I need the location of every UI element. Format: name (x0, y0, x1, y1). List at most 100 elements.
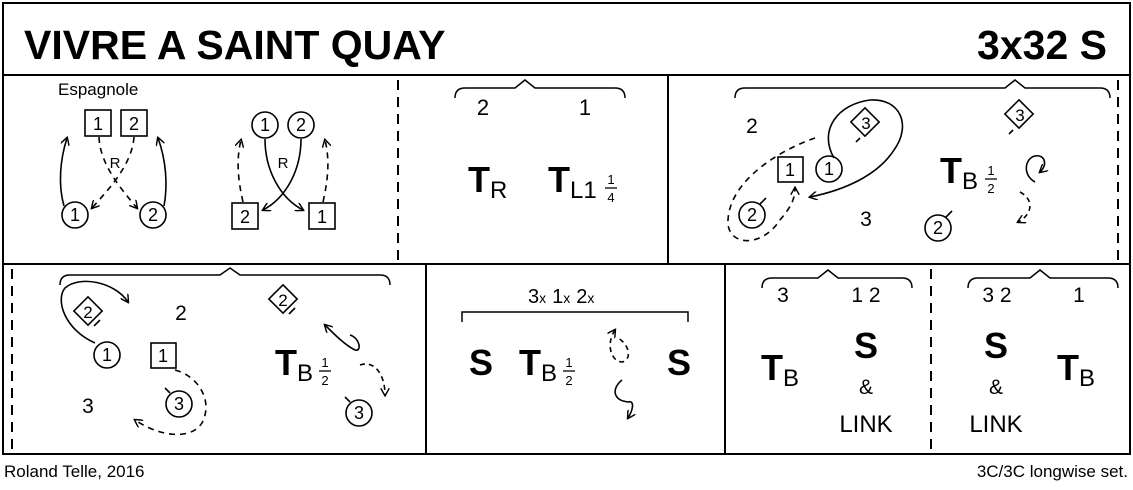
circle-1 (61, 201, 89, 229)
box-1 (150, 342, 177, 369)
set-description: 3C/3C longwise set. (976, 462, 1128, 481)
turn-right: TR (468, 159, 507, 204)
fraction-denominator: 2 (987, 181, 994, 196)
solid-cross-2 (263, 138, 302, 210)
set: S (854, 325, 878, 366)
solid-cross-1 (264, 138, 303, 210)
box-1 (84, 109, 112, 137)
box-1-label: 1 (158, 346, 168, 366)
dashed-arc (135, 369, 207, 436)
circle-1 (93, 341, 121, 369)
small-solid-loop (1025, 155, 1044, 183)
circle-1 (815, 155, 843, 183)
dashed-arrow-left (238, 140, 243, 203)
couple-1-label: 1 (1073, 284, 1085, 307)
set: S (984, 325, 1008, 366)
couple-1-label: 1 (579, 95, 591, 120)
set-right: S (667, 342, 691, 383)
link-label: LINK (969, 411, 1022, 438)
couple-3-label: 3 (82, 395, 94, 418)
circle-3b-label: 3 (354, 403, 364, 423)
dashed-cross-1 (98, 136, 137, 208)
small-dashed-loop (1018, 191, 1031, 222)
circle-1-label: 1 (102, 345, 112, 365)
circle-2b-label: 2 (933, 218, 943, 238)
solid-arrow-left (59, 138, 67, 207)
solid-arc (60, 280, 128, 344)
fraction-denominator: 4 (607, 190, 614, 205)
box-1-label: 1 (93, 114, 103, 134)
turn-both: TB (761, 347, 799, 392)
circle-2-label: 2 (747, 205, 757, 225)
circle-1b-label: 1 (260, 115, 270, 135)
bracket-top (461, 311, 689, 322)
cell-seven: 3 2 1 S & LINK TB (967, 269, 1119, 438)
cell-espagnole: Espagnole 1 2 1 2 R 1 2 2 1 (58, 80, 336, 230)
fraction-numerator: 1 (321, 355, 328, 370)
brace-top (59, 267, 391, 286)
box-1-label: 1 (785, 160, 795, 180)
diamond-2b-label: 2 (278, 291, 287, 310)
circle-2b-label: 2 (296, 115, 306, 135)
dance-format: 3x32 S (977, 22, 1107, 68)
brace-top (761, 269, 913, 289)
circle-2-label: 2 (148, 205, 158, 225)
brace-top (454, 79, 626, 99)
cell-turns: 2 1 TR TL1 1 4 (454, 79, 626, 205)
diamond-2b (267, 283, 299, 315)
fraction-numerator: 1 (565, 355, 572, 370)
box-2b-label: 2 (240, 207, 250, 227)
brace-top (967, 269, 1119, 289)
circle-1-label: 1 (70, 205, 80, 225)
box-1 (777, 156, 804, 183)
circle-3a (165, 390, 193, 418)
fraction-numerator: 1 (607, 172, 614, 187)
box-2 (120, 109, 148, 137)
couples-3-2-label: 3 2 (982, 284, 1011, 307)
r-label-left: R (110, 155, 121, 172)
diamond-2a (72, 295, 104, 327)
circle-2 (139, 201, 167, 229)
ampersand: & (859, 376, 873, 399)
fraction-denominator: 2 (321, 373, 328, 388)
circle-2b (287, 111, 315, 139)
couple-2-label: 2 (746, 115, 758, 138)
circle-3a-label: 3 (174, 394, 184, 414)
circle-2b (924, 214, 952, 242)
dance-title: VIVRE A SAINT QUAY (24, 22, 445, 68)
brace-top (734, 79, 1111, 99)
circle-1b (251, 111, 279, 139)
turn-both: TB (275, 342, 313, 387)
solid-arrow-right (158, 138, 167, 207)
box-2-label: 2 (129, 114, 139, 134)
dashed-loop (610, 330, 630, 363)
dashed-arrow-right (323, 140, 328, 203)
box-1b (308, 202, 336, 230)
couple-2-label: 2 (175, 302, 187, 325)
link-label: LINK (839, 411, 892, 438)
cell-four: 2 3 2 2 1 1 3 3 TB 1 2 (59, 267, 391, 436)
turn-both: TB (940, 150, 978, 195)
author-credit: Roland Telle, 2016 (4, 462, 145, 481)
small-solid-loop (325, 325, 360, 351)
couples-1-2-label: 1 2 (851, 284, 880, 307)
fraction-denominator: 2 (565, 373, 572, 388)
card-frame (2, 2, 1131, 455)
diamond-3a-label: 3 (861, 114, 870, 133)
espagnole-label: Espagnole (58, 80, 138, 99)
diamond-3b (1003, 98, 1035, 130)
turn-both: TB (519, 342, 557, 387)
set-left: S (469, 342, 493, 383)
diamond-2a-label: 2 (83, 303, 92, 322)
turn-both: TB (1057, 347, 1095, 392)
solid-loop (810, 99, 904, 197)
diamond-3b-label: 3 (1015, 106, 1024, 125)
small-dashed-loop (359, 363, 385, 395)
couple-3-label: 3 (860, 208, 872, 231)
circle-1-label: 1 (824, 159, 834, 179)
diamond-3a (849, 106, 881, 138)
fraction-numerator: 1 (987, 163, 994, 178)
solid-loop (614, 379, 632, 418)
